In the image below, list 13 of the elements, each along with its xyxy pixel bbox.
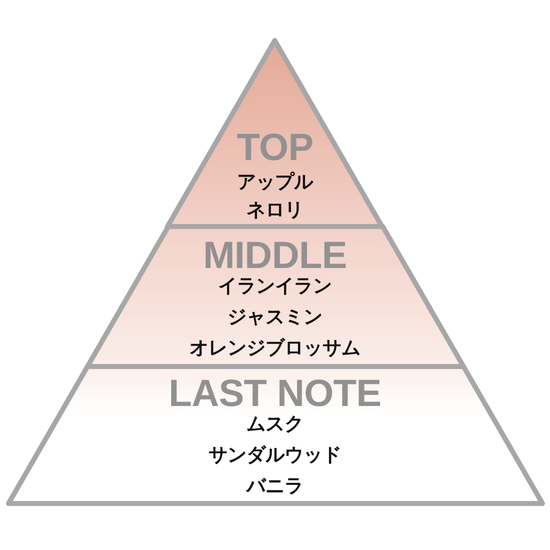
note-item: ムスク [246, 413, 304, 437]
pyramid-tier [165, 38, 385, 228]
pyramid-tier [6, 364, 544, 506]
tier-heading: TOP [236, 128, 314, 168]
note-item: オレンジブロッサム [189, 337, 360, 361]
tier-heading: LAST NOTE [168, 374, 382, 414]
note-item: ネロリ [246, 199, 304, 223]
note-item: サンダルウッド [208, 444, 342, 468]
note-item: アップル [236, 171, 313, 195]
tier-heading: MIDDLE [203, 236, 347, 276]
note-item: イランイラン [218, 275, 332, 299]
note-item: ジャスミン [227, 306, 322, 330]
note-item: バニラ [246, 475, 304, 499]
